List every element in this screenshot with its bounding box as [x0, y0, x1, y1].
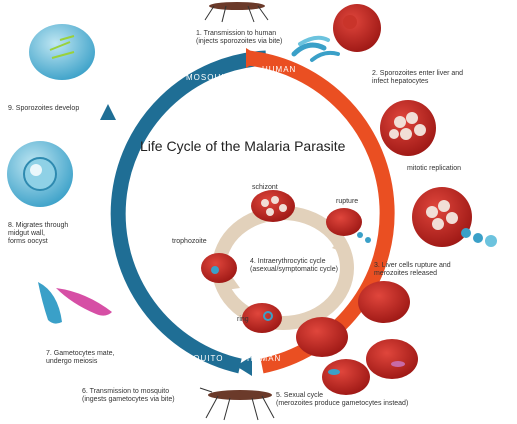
ring-arrow-bottom [236, 356, 252, 376]
red-blood-cells-icon [296, 281, 418, 395]
ring-label-human-top: HUMAN [262, 65, 296, 74]
mosquito-top-icon [204, 2, 269, 23]
step-1-label: 1. Transmission to human(injects sporozo… [196, 30, 283, 45]
step-7-label: 7. Gametocytes mate,undergo meiosis [46, 350, 115, 365]
diagram-title: Life Cycle of the Malaria Parasite [140, 138, 346, 154]
mitotic-replication-label: mitotic replication [407, 165, 462, 172]
ring-stage-icon [242, 303, 282, 333]
mitotic-replication-icon [380, 100, 436, 156]
gametocytes-icon [38, 282, 112, 324]
rupture-label: rupture [336, 198, 359, 205]
ring-label-mosquito-bottom: MOSQUITO [172, 354, 223, 363]
trophozoite-icon [201, 253, 237, 283]
ring-arrow-top [246, 48, 262, 68]
mosquito-arc [110, 50, 267, 374]
step-5-label: 5. Sexual cycle(merozoites produce gamet… [276, 392, 409, 407]
schizont-icon [251, 190, 295, 222]
ring-label: ring [237, 316, 249, 323]
sporozoites-develop-icon [29, 24, 95, 80]
ring-label-mosquito-top: MOSQUITO [186, 73, 237, 82]
liver-cell-icon [333, 4, 381, 52]
intraerythrocytic-label: 4. Intraerythrocytic cycle (asexual/symp… [250, 258, 338, 273]
step-9-label: 9. Sporozoites develop [8, 105, 80, 112]
liver-rupture-icon [412, 187, 497, 247]
schizont-label: schizont [252, 184, 278, 191]
step-6-label: 6. Transmission to mosquito(ingests game… [82, 388, 175, 403]
trophozoite-label: trophozoite [172, 238, 207, 245]
ring-label-human-bottom: HUMAN [247, 354, 281, 363]
rupture-inner-icon [326, 208, 371, 243]
mosquito-bottom-icon [199, 387, 275, 421]
ring-arrow-left [100, 104, 116, 120]
oocyst-icon [7, 141, 73, 207]
sporozoites-icon [291, 35, 340, 62]
